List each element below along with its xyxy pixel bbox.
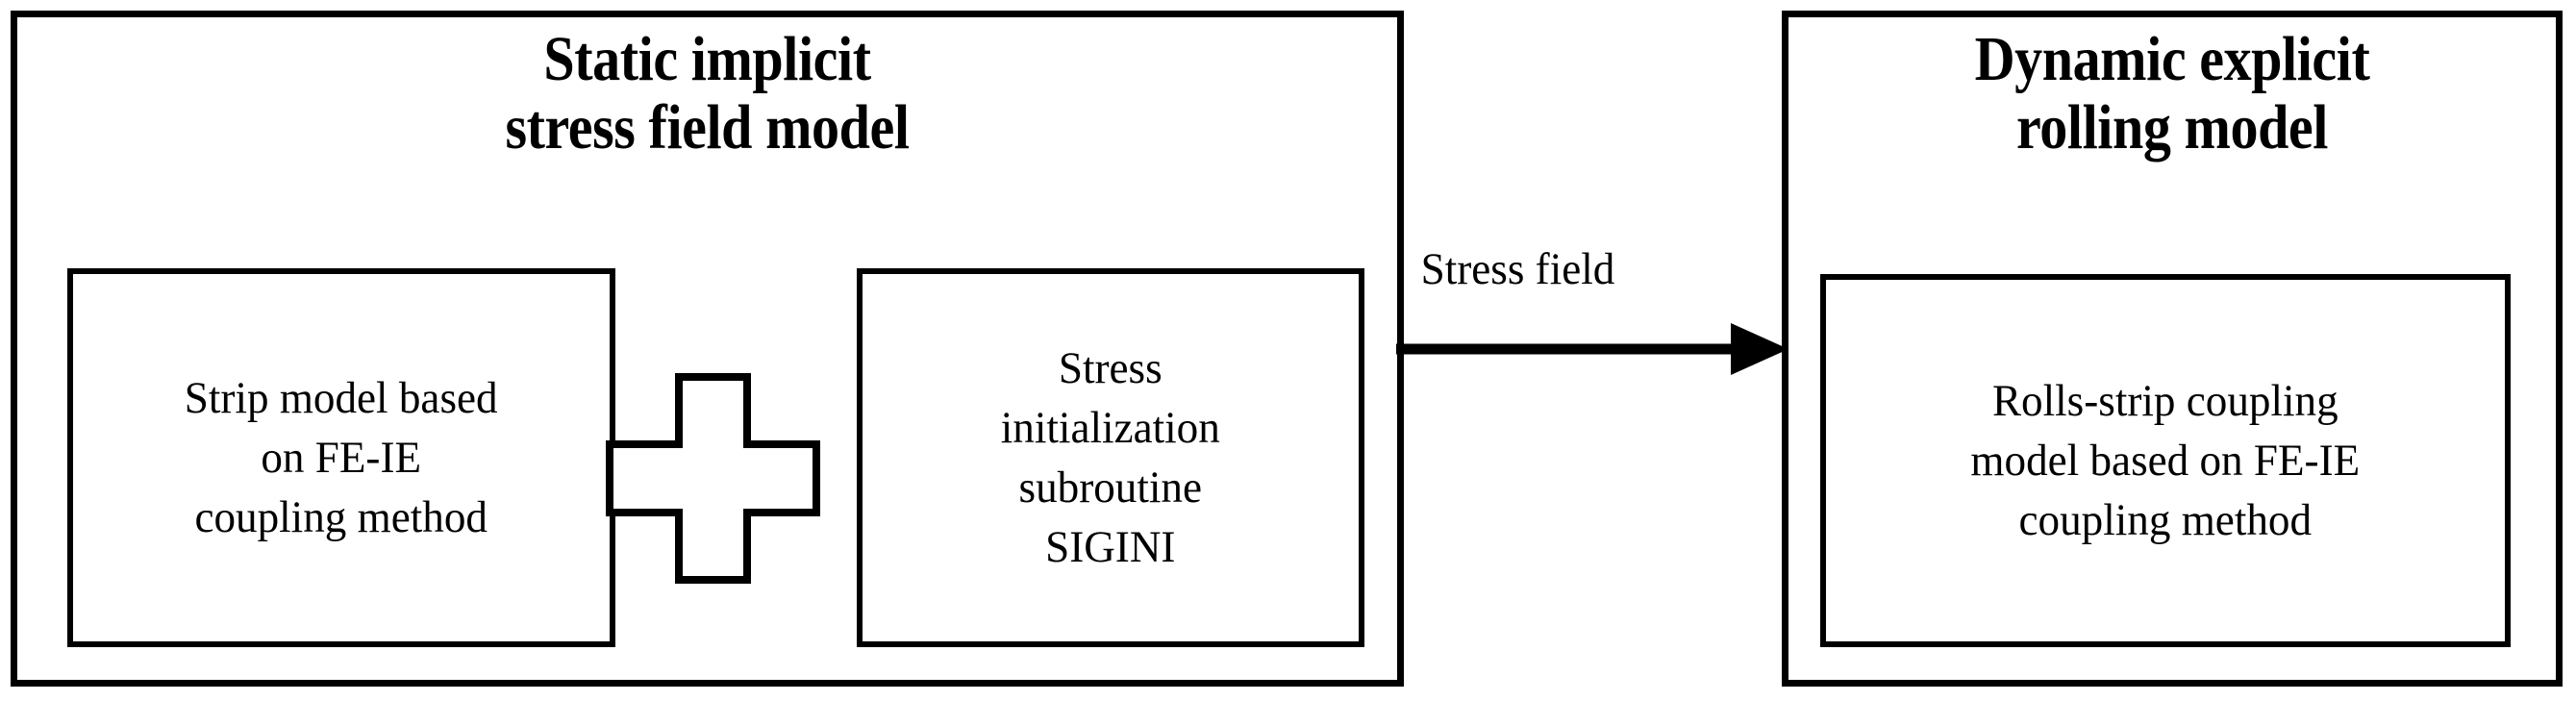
rolls-strip-label: Rolls-strip coupling model based on FE-I… [1970,375,2361,546]
plus-operator-icon [606,373,820,584]
sigini-label: Stress initialization subroutine SIGINI [1000,342,1221,573]
static-implicit-stress-field-model-box: Static implicit stress field model Strip… [11,11,1404,687]
stress-initialization-subroutine-box: Stress initialization subroutine SIGINI [857,268,1364,647]
strip-model-box: Strip model based on FE-IE coupling meth… [67,268,615,647]
arrow-right-icon [1396,323,1788,375]
static-model-title: Static implicit stress field model [505,24,910,163]
stress-field-label: Stress field [1420,244,1615,294]
dynamic-model-title: Dynamic explicit rolling model [1974,24,2370,163]
rolls-strip-coupling-model-box: Rolls-strip coupling model based on FE-I… [1820,274,2511,647]
dynamic-explicit-rolling-model-box: Dynamic explicit rolling model Rolls-str… [1782,11,2563,687]
plus-operator-shape [606,373,820,584]
strip-model-label: Strip model based on FE-IE coupling meth… [185,372,498,543]
stress-field-arrow-icon [1392,308,1796,390]
